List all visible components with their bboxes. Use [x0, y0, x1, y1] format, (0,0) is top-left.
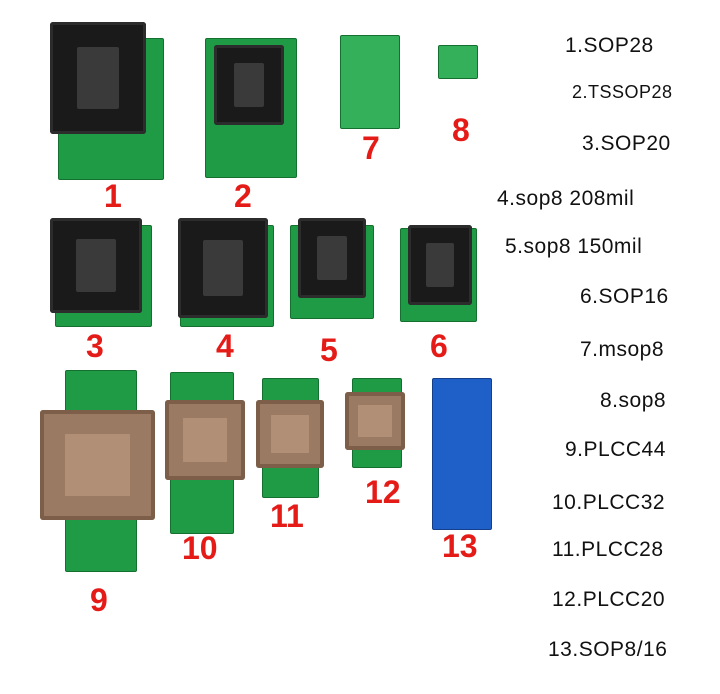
label-7: 7.msop8	[580, 338, 665, 361]
label-13: 13.SOP8/16	[548, 638, 668, 661]
number-8: 8	[452, 112, 470, 148]
label-12: 12.PLCC20	[552, 588, 666, 611]
label-9: 9.PLCC44	[565, 438, 666, 461]
socket-4	[178, 218, 268, 318]
label-2: 2.TSSOP28	[572, 82, 673, 102]
number-12: 12	[365, 474, 401, 510]
label-6: 6.SOP16	[580, 285, 669, 308]
number-11: 11	[270, 498, 304, 534]
label-4: 4.sop8 208mil	[497, 187, 635, 210]
number-6: 6	[430, 328, 448, 364]
adapter-board-13	[432, 378, 492, 530]
label-11: 11.PLCC28	[552, 538, 664, 561]
label-10: 10.PLCC32	[552, 491, 666, 514]
socket-6	[408, 225, 472, 305]
label-8: 8.sop8	[600, 389, 667, 412]
plcc-socket-9	[40, 410, 155, 520]
socket-2	[214, 45, 284, 125]
socket-3	[50, 218, 142, 313]
adapter-board-8	[438, 45, 478, 79]
socket-5	[298, 218, 366, 298]
number-7: 7	[362, 130, 380, 166]
label-5: 5.sop8 150mil	[505, 235, 643, 258]
number-1: 1	[104, 178, 122, 214]
socket-1	[50, 22, 146, 134]
number-9: 9	[90, 582, 108, 618]
number-3: 3	[86, 328, 104, 364]
plcc-socket-10	[165, 400, 245, 480]
number-4: 4	[216, 328, 234, 364]
number-5: 5	[320, 332, 338, 368]
plcc-socket-12	[345, 392, 405, 450]
number-13: 13	[442, 528, 478, 564]
plcc-socket-11	[256, 400, 324, 468]
number-10: 10	[182, 530, 218, 566]
number-2: 2	[234, 178, 252, 214]
label-3: 3.SOP20	[582, 132, 671, 155]
adapter-board-7	[340, 35, 400, 129]
label-1: 1.SOP28	[565, 34, 654, 57]
